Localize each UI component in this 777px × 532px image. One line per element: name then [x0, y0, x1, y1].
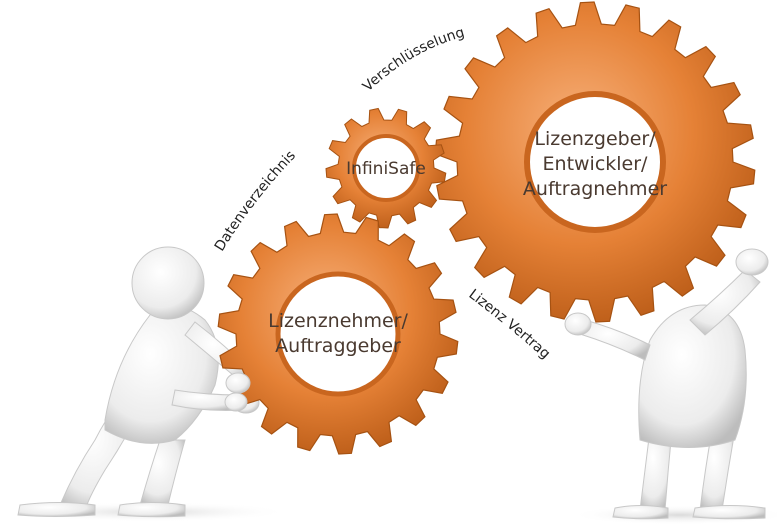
gear-big-label-line2: Entwickler/ [543, 153, 649, 175]
gear-big-label-line1: Lizenzgeber/ [534, 128, 656, 150]
gear-small-label: InfiniSafe [346, 159, 426, 179]
gear-big-label-line3: Auftragnehmer [523, 178, 667, 200]
gear-left-label-line1: Lizenznehmer/ [268, 310, 408, 332]
gear-big-hub [524, 91, 666, 233]
gear-left-label-line2: Auftraggeber [275, 335, 401, 357]
connector-label-verschluesselung: Verschlüsselung [360, 25, 466, 95]
left-figure-hands [224, 372, 251, 412]
gear-small-hub [352, 134, 420, 202]
right-figure [564, 248, 769, 520]
gear-left-hub [275, 271, 401, 397]
